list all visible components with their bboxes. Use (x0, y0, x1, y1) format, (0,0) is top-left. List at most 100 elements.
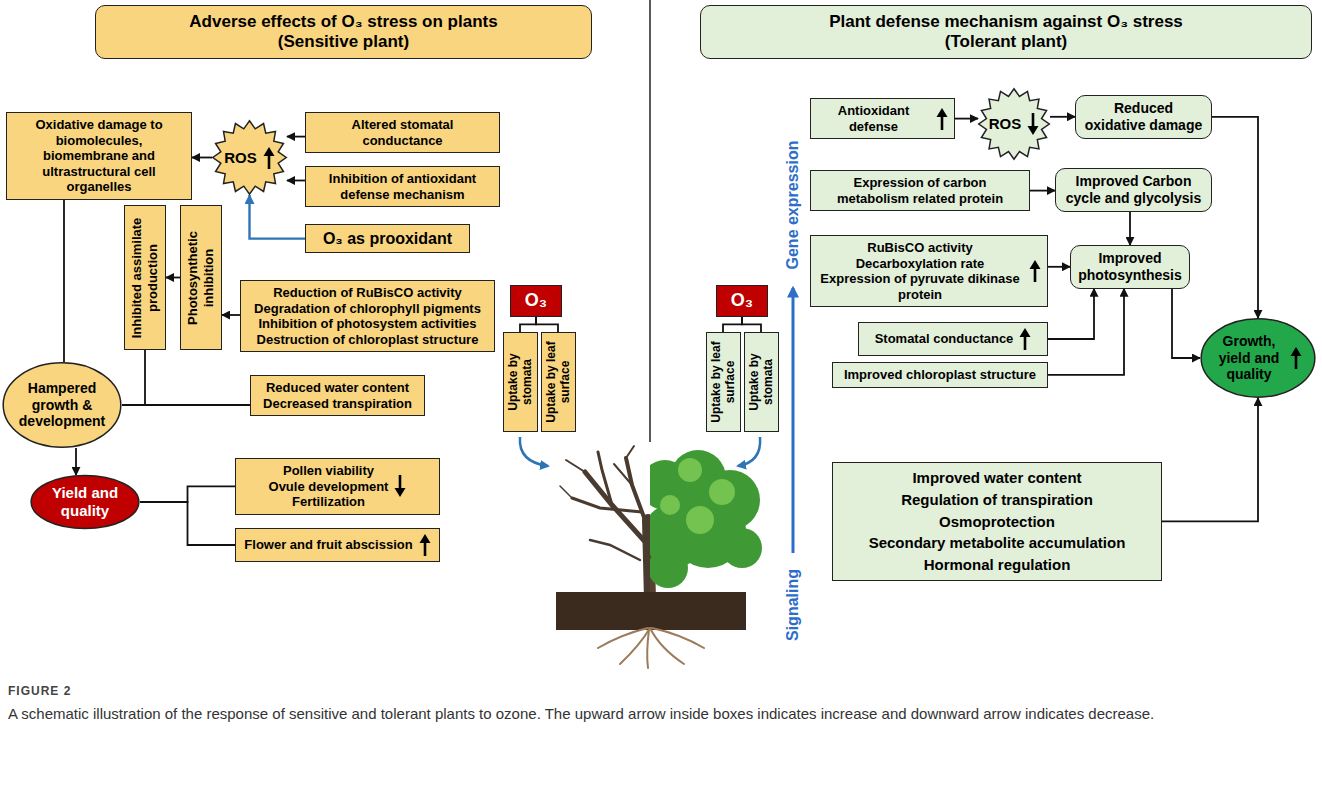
text-group: Uptake by leaf surface (544, 336, 573, 428)
outline-shape (1201, 319, 1315, 397)
effect-box: O₃ as prooxidant (305, 224, 470, 253)
node-text: O₃ (731, 290, 753, 312)
ozone-box: O₃ (510, 285, 562, 317)
defense-box: Expression of carbon metabolism related … (810, 170, 1030, 211)
node-text: (Sensitive plant) (189, 32, 497, 52)
increase-arrow (1019, 327, 1031, 351)
node-text: Photosynthetic inhibition (185, 209, 216, 346)
outcome-ellipse: Hampered growth & development (2, 362, 122, 448)
node-text: Uptake by stomata (747, 336, 776, 428)
effect-box: Flower and fruit abscission (235, 528, 440, 562)
arrow-shaft (423, 541, 426, 556)
outline-shape (979, 89, 1050, 160)
text-group: Reduced oxidative damage (1082, 100, 1205, 134)
node-text: Improved Carbon cycle and glycolysis (1062, 173, 1205, 207)
node-text: Hampered growth & development (16, 380, 107, 430)
text-group: Photosynthetic inhibition (185, 209, 216, 346)
result-box: Reduced oxidative damage (1075, 95, 1212, 139)
vertical-label: Signaling (784, 545, 802, 665)
arrow-shaft (941, 115, 944, 130)
connector (1048, 266, 1070, 268)
effect-box: Altered stomatal conductance (305, 112, 500, 153)
text-group: Inhibited assimilate production (129, 209, 160, 346)
text-group: Expression of carbon metabolism related … (817, 175, 1023, 206)
effect-box: Inhibition of antioxidant defense mechan… (305, 166, 500, 207)
uptake-box: Uptake by leaf surface (706, 332, 741, 432)
signaling-arrow (792, 288, 795, 553)
effect-box: Reduction of RuBisCO activityDegradation… (240, 280, 495, 352)
header-band: Adverse effects of O₃ stress on plants(S… (95, 5, 592, 59)
node-text: O₃ as prooxidant (323, 229, 452, 248)
arrow-head (419, 534, 430, 543)
effect-box: Pollen viabilityOvule developmentFertili… (235, 458, 440, 515)
text-group: Antioxidant defense (817, 103, 930, 134)
node-text: (Tolerant plant) (829, 32, 1183, 52)
node-text: Stomatal conductance (875, 331, 1014, 347)
node-text: Reduction of RuBisCO activity (254, 285, 481, 301)
node-text: Decarboxylation rate (817, 256, 1023, 272)
node-text: Inhibition of antioxidant defense mechan… (312, 171, 493, 202)
arrow-head (1030, 260, 1041, 269)
node-text: Fertilization (269, 494, 389, 510)
connector (1048, 289, 1094, 339)
text-group: Oxidative damage to biomolecules, biomem… (13, 117, 185, 195)
connector (1050, 116, 1075, 118)
node-text: Secondary metabolite accumulation (869, 532, 1126, 554)
node-text: ROS (989, 115, 1022, 133)
text-group: RuBisCO activityDecarboxylation rateExpr… (817, 240, 1023, 302)
text-group: Inhibition of antioxidant defense mechan… (312, 171, 493, 202)
text-group: ROS (989, 115, 1022, 133)
foliage-highlight (660, 458, 735, 534)
connector (955, 118, 978, 120)
dead-branches (560, 446, 650, 600)
text-group: Improved chloroplast structure (844, 367, 1036, 383)
ozone-box: O₃ (716, 285, 768, 317)
node-text: Uptake by stomata (506, 336, 535, 428)
connector (1048, 289, 1124, 375)
result-box: Improved Carbon cycle and glycolysis (1055, 168, 1212, 212)
connector (520, 317, 536, 332)
arrow-head (1020, 328, 1031, 337)
text-group: O₃ (731, 290, 753, 312)
decrease-arrow (394, 474, 406, 498)
uptake-box: Uptake by stomata (744, 332, 779, 432)
outline-shape (213, 121, 287, 195)
figure-label: FIGURE 2 (8, 684, 71, 698)
node-text: Reduced oxidative damage (1082, 100, 1205, 134)
uptake-arrow (738, 437, 760, 466)
connector (536, 317, 558, 332)
text-group: Improved water contentRegulation of tran… (869, 467, 1126, 576)
node-text: Inhibited assimilate production (129, 209, 160, 346)
text-group: Reduction of RuBisCO activityDegradation… (254, 285, 481, 347)
node-text: Flower and fruit abscission (244, 537, 412, 553)
connector (222, 314, 240, 316)
node-text: Degradation of chlorophyll pigments (254, 301, 481, 317)
increase-arrow (263, 146, 275, 170)
arrow-shaft (399, 475, 402, 490)
node-text: Plant defense mechanism against O₃ stres… (829, 12, 1183, 32)
outline-shape (3, 363, 121, 447)
increase-arrow (419, 533, 431, 557)
increase-arrow (936, 107, 948, 131)
green-tree-half (650, 450, 762, 600)
connector (287, 136, 305, 138)
arrow-shaft (1034, 267, 1037, 282)
connector (1212, 117, 1258, 318)
connector (140, 486, 235, 502)
soil (556, 592, 746, 630)
node-text: Ovule development (269, 479, 389, 495)
outcome-ellipse: Growth, yield and quality (1200, 318, 1316, 398)
decrease-arrow (1027, 112, 1039, 136)
text-group: Yield and quality (43, 484, 127, 520)
node-text: Reduced water content (263, 380, 412, 396)
defense-box: Improved chloroplast structure (832, 362, 1048, 388)
node-text: Yield and quality (43, 484, 127, 520)
increase-arrow (1290, 346, 1302, 370)
increase-arrow (1029, 259, 1041, 283)
header-band: Plant defense mechanism against O₃ stres… (700, 5, 1312, 59)
uptake-arrow (520, 437, 548, 466)
node-text: Improved photosynthesis (1077, 250, 1183, 284)
node-text: Antioxidant defense (817, 103, 930, 134)
text-group: Stomatal conductance (875, 331, 1014, 347)
defense-box: RuBisCO activityDecarboxylation rateExpr… (810, 235, 1048, 307)
